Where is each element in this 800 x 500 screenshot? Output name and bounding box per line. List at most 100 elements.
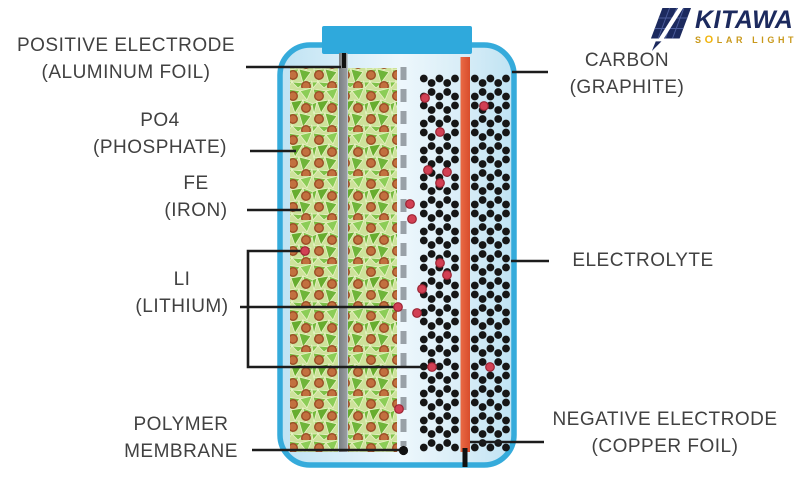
graphite-dot xyxy=(470,227,479,236)
graphite-dot xyxy=(494,295,503,303)
label-line: (IRON) xyxy=(164,199,228,221)
graphite-dot xyxy=(427,115,436,123)
graphite-dot xyxy=(427,196,436,204)
graphite-dot xyxy=(427,277,436,285)
graphite-dot xyxy=(470,371,479,380)
graphite-dot xyxy=(494,268,503,276)
graphite-dot xyxy=(494,430,503,438)
graphite-dot xyxy=(435,425,444,434)
graphite-dot xyxy=(502,398,510,407)
graphite-dot xyxy=(451,308,459,317)
label-line: ELECTROLYTE xyxy=(572,250,714,271)
graphite-dot xyxy=(470,344,479,353)
graphite-dot xyxy=(451,155,459,164)
label-po4: PO4 (PHOSPHATE) xyxy=(60,108,260,161)
graphite-dot xyxy=(419,119,428,128)
solar-panel-icon xyxy=(650,7,692,51)
graphite-dot xyxy=(419,398,428,407)
graphite-dot xyxy=(502,371,510,380)
label-electrolyte: ELECTROLYTE xyxy=(543,248,743,275)
graphite-dot xyxy=(443,241,452,249)
graphite-dot xyxy=(443,304,452,312)
graphite-dot xyxy=(502,236,510,245)
graphite-dot xyxy=(502,443,510,452)
label-line: (LITHIUM) xyxy=(135,295,229,317)
graphite-dot xyxy=(478,214,487,222)
graphite-dot xyxy=(419,425,428,434)
lithium-ion-dot xyxy=(300,246,310,256)
graphite-dot xyxy=(494,358,503,366)
graphite-dot xyxy=(435,317,444,326)
graphite-dot xyxy=(486,200,495,209)
graphite-dot xyxy=(478,250,487,258)
graphite-dot xyxy=(419,317,428,326)
graphite-dot xyxy=(451,236,459,245)
graphite-dot xyxy=(478,295,487,303)
graphite-dot xyxy=(419,128,428,137)
graphite-dot xyxy=(419,308,428,317)
graphite-dot xyxy=(486,74,495,83)
graphite-dot xyxy=(451,227,459,236)
graphite-dot xyxy=(427,223,436,231)
graphite-dot xyxy=(486,263,495,272)
graphite-dot xyxy=(470,290,479,299)
lithium-ion-dot xyxy=(417,284,427,294)
graphite-dot xyxy=(494,115,503,123)
graphite-dot xyxy=(502,290,510,299)
graphite-dot xyxy=(451,371,459,380)
graphite-dot xyxy=(494,385,503,393)
graphite-dot xyxy=(502,182,510,191)
graphite-dot xyxy=(443,322,452,330)
graphite-dot xyxy=(435,236,444,245)
label-line: (COPPER FOIL) xyxy=(591,435,739,457)
graphite-dot xyxy=(494,304,503,312)
label-line: POLYMER xyxy=(133,414,229,435)
graphite-dot xyxy=(443,133,452,141)
graphite-dot xyxy=(470,416,479,425)
graphite-dot xyxy=(419,227,428,236)
graphite-dot xyxy=(435,344,444,353)
graphite-dot xyxy=(443,160,452,168)
graphite-dot xyxy=(451,200,459,209)
graphite-dot xyxy=(427,250,436,258)
graphite-dot xyxy=(478,187,487,195)
graphite-dot xyxy=(419,389,428,398)
graphite-dot xyxy=(486,425,495,434)
graphite-dot xyxy=(435,227,444,236)
graphite-dot xyxy=(502,128,510,137)
graphite-dot xyxy=(494,196,503,204)
graphite-dot xyxy=(478,385,487,393)
graphite-dot xyxy=(443,385,452,393)
graphite-dot xyxy=(470,389,479,398)
graphite-dot xyxy=(470,155,479,164)
graphite-dot xyxy=(419,344,428,353)
graphite-dot xyxy=(435,290,444,299)
graphite-dot xyxy=(443,430,452,438)
label-polymer-membrane: POLYMER MEMBRANE xyxy=(81,412,281,465)
lithium-ion-dots xyxy=(300,93,495,414)
graphite-dot xyxy=(451,362,459,371)
graphite-dot xyxy=(443,88,452,96)
graphite-dot xyxy=(451,209,459,218)
lithium-ion-dot xyxy=(479,101,489,111)
label-line: POSITIVE ELECTRODE xyxy=(16,35,236,56)
graphite-dot xyxy=(435,308,444,317)
graphite-dot xyxy=(435,371,444,380)
graphite-dot xyxy=(443,376,452,384)
graphite-dot xyxy=(443,106,452,114)
graphite-dot xyxy=(443,214,452,222)
graphite-dot xyxy=(494,349,503,357)
lithium-ion-dot xyxy=(407,214,417,224)
graphite-dot xyxy=(486,371,495,380)
graphite-dot xyxy=(451,74,459,83)
label-line: PO4 xyxy=(140,110,180,131)
graphite-dot xyxy=(435,146,444,155)
lithium-ion-dot xyxy=(423,165,433,175)
label-line: MEMBRANE xyxy=(124,440,238,462)
graphite-dot xyxy=(427,133,436,141)
graphite-dot xyxy=(443,187,452,195)
graphite-dot xyxy=(494,277,503,285)
graphite-dot xyxy=(470,182,479,191)
